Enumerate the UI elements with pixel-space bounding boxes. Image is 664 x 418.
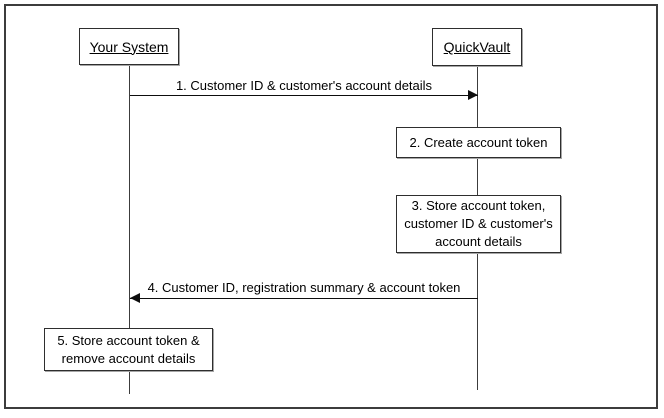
actor-label-your-system: Your System (89, 38, 169, 55)
actor-box-your-system: Your System (79, 28, 179, 65)
message-1-line (130, 95, 478, 96)
actor-label-quickvault: QuickVault (443, 39, 511, 55)
step-box-5: 5. Store account token & remove account … (44, 328, 213, 371)
message-1-label: 1. Customer ID & customer's account deta… (175, 78, 433, 93)
message-4-line (130, 298, 478, 299)
message-4-label: 4. Customer ID, registration summary & a… (147, 280, 461, 295)
actor-box-quickvault: QuickVault (432, 28, 522, 66)
arrowhead-left-icon (130, 293, 140, 303)
step-box-2: 2. Create account token (396, 127, 561, 158)
diagram-frame (4, 4, 658, 409)
step-box-3: 3. Store account token, customer ID & cu… (396, 195, 561, 253)
lifeline-your-system (129, 64, 130, 394)
arrowhead-right-icon (468, 90, 478, 100)
